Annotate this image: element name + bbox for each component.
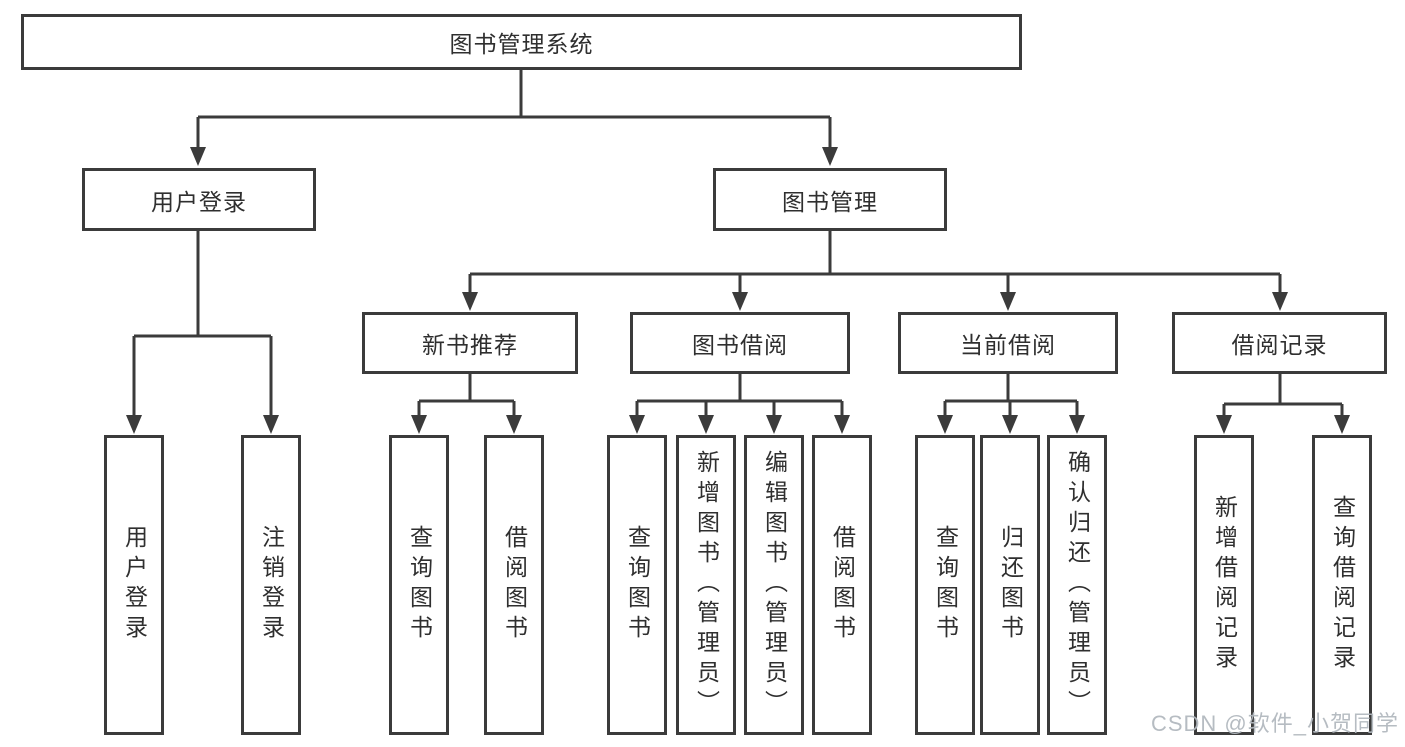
node-book-borrowing: 图书借阅 (630, 312, 850, 374)
leaf-add-borrow-record: 新增借阅记录 (1194, 435, 1254, 735)
leaf-borrow-books-2: 借阅图书 (812, 435, 872, 735)
leaf-return-books: 归还图书 (980, 435, 1040, 735)
leaf-add-book-admin: 新增图书（管理员） (676, 435, 736, 735)
node-book-management: 图书管理 (713, 168, 947, 231)
node-user-login: 用户登录 (82, 168, 316, 231)
leaf-query-borrow-record: 查询借阅记录 (1312, 435, 1372, 735)
leaf-borrow-books-1: 借阅图书 (484, 435, 544, 735)
arrowheads (126, 147, 1350, 434)
node-new-book-recommendation: 新书推荐 (362, 312, 578, 374)
leaf-logout: 注销登录 (241, 435, 301, 735)
watermark: CSDN @软件_小贺同学 (1150, 711, 1399, 736)
node-library-management-system: 图书管理系统 (21, 14, 1022, 70)
leaf-user-login: 用户登录 (104, 435, 164, 735)
leaf-edit-book-admin: 编辑图书（管理员） (744, 435, 804, 735)
node-current-borrowing: 当前借阅 (898, 312, 1118, 374)
leaf-query-books-2: 查询图书 (607, 435, 667, 735)
node-borrowing-records: 借阅记录 (1172, 312, 1387, 374)
leaf-query-books-1: 查询图书 (389, 435, 449, 735)
leaf-query-books-3: 查询图书 (915, 435, 975, 735)
leaf-confirm-return-admin: 确认归还（管理员） (1047, 435, 1107, 735)
